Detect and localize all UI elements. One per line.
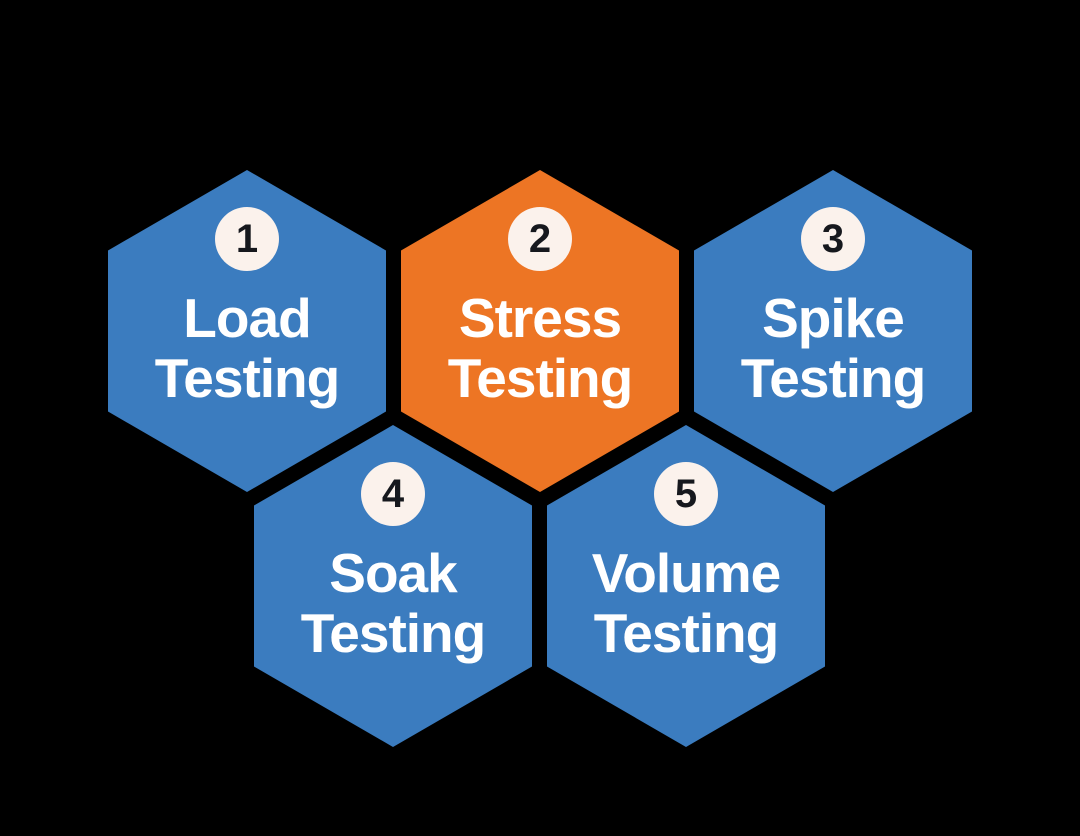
hexagon-soak-testing: 4 Soak Testing [254, 425, 532, 747]
label-line-2: Testing [593, 602, 779, 664]
number-badge: 4 [361, 462, 425, 526]
hexagon-volume-testing: 5 Volume Testing [547, 425, 825, 747]
label-line-1: Volume [591, 542, 782, 604]
label-line-1: Soak [329, 542, 457, 604]
hexagon-label: Soak Testing [254, 543, 532, 663]
hexagon-label: Volume Testing [547, 543, 825, 663]
number-badge: 1 [215, 207, 279, 271]
hexagon-label: Spike Testing [694, 288, 972, 408]
badge-number: 1 [235, 216, 259, 261]
hexagon-label: Stress Testing [401, 288, 679, 408]
label-line-1: Load [183, 287, 311, 349]
badge-number: 5 [674, 471, 698, 516]
label-line-2: Testing [447, 347, 633, 409]
hexagon-spike-testing: 3 Spike Testing [694, 170, 972, 492]
label-line-2: Testing [300, 602, 486, 664]
label-line-2: Testing [740, 347, 926, 409]
number-badge: 5 [654, 462, 718, 526]
badge-number: 3 [821, 216, 845, 261]
badge-number: 4 [381, 471, 405, 516]
label-line-1: Spike [762, 287, 905, 349]
hexagon-stress-testing: 2 Stress Testing [401, 170, 679, 492]
label-line-1: Stress [458, 287, 622, 349]
badge-number: 2 [528, 216, 552, 261]
label-line-2: Testing [154, 347, 340, 409]
number-badge: 2 [508, 207, 572, 271]
hexagon-label: Load Testing [108, 288, 386, 408]
hexagon-load-testing: 1 Load Testing [108, 170, 386, 492]
number-badge: 3 [801, 207, 865, 271]
